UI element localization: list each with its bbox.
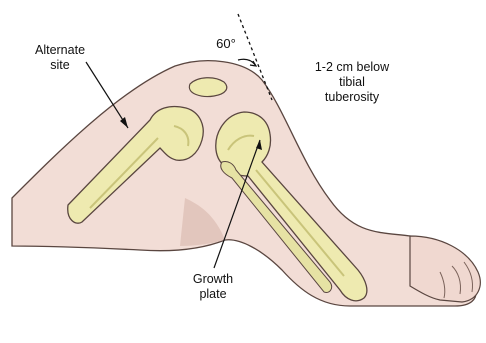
patella-bone (189, 78, 226, 97)
growth-plate-label-line-2: plate (183, 287, 243, 302)
insertion-site-label-line-3: tuberosity (292, 90, 412, 105)
angle-label-text: 60° (209, 36, 243, 51)
alternate-site-label: Alternate site (20, 43, 100, 73)
growth-plate-label-line-1: Growth (183, 272, 243, 287)
insertion-site-label-line-2: tibial (292, 75, 412, 90)
insertion-site-label: 1-2 cm below tibial tuberosity (292, 60, 412, 105)
alternate-site-label-line-2: site (20, 58, 100, 73)
insertion-site-label-line-1: 1-2 cm below (292, 60, 412, 75)
alternate-site-label-line-1: Alternate (20, 43, 100, 58)
growth-plate-label: Growth plate (183, 272, 243, 302)
angle-label: 60° (209, 36, 243, 51)
